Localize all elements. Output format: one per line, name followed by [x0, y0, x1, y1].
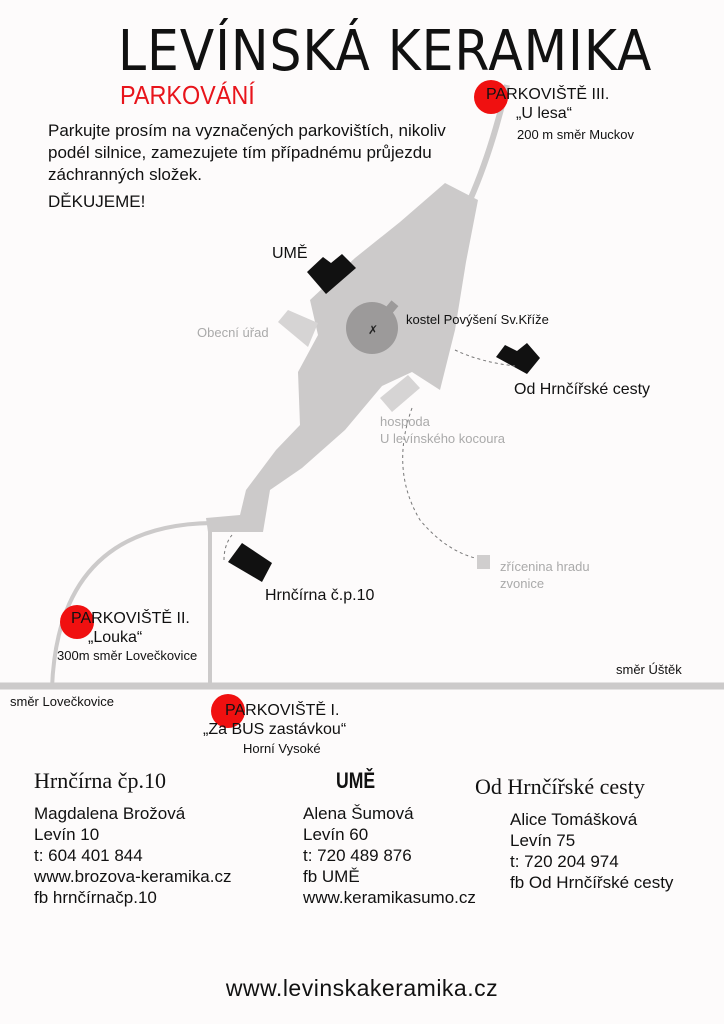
direction-west: směr Lovečkovice — [10, 694, 115, 709]
contact-line: Alena Šumová — [303, 804, 414, 823]
parking-2-name: PARKOVIŠTĚ II. — [71, 610, 190, 627]
contact-line: t: 604 401 844 — [34, 846, 143, 865]
contact-title: Od Hrnčířské cesty — [475, 774, 645, 799]
parking-2-alias: „Louka“ — [88, 629, 143, 646]
contact-line: Levín 75 — [510, 831, 576, 850]
footpath — [402, 407, 476, 559]
church — [346, 302, 398, 354]
contact-title: UMĚ — [336, 768, 376, 793]
parking-marker-3 — [474, 80, 508, 114]
contact-title: Hrnčírna čp.10 — [34, 768, 166, 793]
contact-line: Levín 60 — [303, 825, 369, 844]
label-pub-2: U levínského kocoura — [380, 431, 506, 446]
label-ruin-2: zvonice — [500, 576, 545, 591]
footer-website[interactable]: www.levinskakeramika.cz — [225, 975, 499, 1001]
label-od-hrncirske: Od Hrnčířské cesty — [514, 381, 651, 398]
label-ume: UMĚ — [272, 245, 308, 262]
contact-link[interactable]: www.keramikasumo.cz — [303, 888, 476, 907]
parking-1-note: Horní Vysoké — [243, 741, 321, 756]
page-title: LEVÍNSKÁ KERAMIKA — [118, 19, 653, 84]
parking-2-note: 300m směr Lovečkovice — [57, 648, 198, 663]
label-office: Obecní úřad — [197, 325, 269, 340]
building-office — [278, 310, 318, 347]
intro-text: Parkujte prosím na vyznačených parkovišt… — [48, 121, 446, 184]
contact-line: Levín 10 — [34, 825, 100, 844]
contact-line: Alice Tomášková — [510, 810, 638, 829]
parking-1-alias: „Za BUS zastávkou“ — [203, 721, 347, 738]
label-hrncirna: Hrnčírna č.p.10 — [265, 587, 375, 604]
contact-link[interactable]: www.brozova-keramika.cz — [34, 867, 232, 886]
footpath — [223, 534, 233, 561]
contact-line: fb Od Hrnčířské cesty — [510, 873, 674, 892]
label-pub-1: hospoda — [380, 414, 430, 429]
contact-od-hrncirske: Od Hrnčířské cesty Alice Tomášková Levín… — [475, 774, 673, 893]
contact-ume: UMĚ Alena Šumová Levín 60 t: 720 489 876… — [303, 768, 476, 908]
parking-marker-2 — [60, 605, 94, 639]
ruin — [477, 555, 490, 569]
footpath — [454, 349, 516, 367]
church-tower — [385, 300, 399, 314]
building-od-hrncirske — [496, 343, 540, 374]
label-church: kostel Povýšení Sv.Kříže — [406, 312, 549, 327]
label-ruin-1: zřícenina hradu — [500, 559, 590, 574]
contact-hrncirna: Hrnčírna čp.10 Magdalena Brožová Levín 1… — [34, 768, 231, 908]
building-ume — [307, 254, 356, 294]
thanks-text: DĚKUJEME! — [48, 192, 146, 211]
contact-line: fb hrnčírnačp.10 — [34, 888, 157, 907]
contact-line: Magdalena Brožová — [34, 804, 186, 823]
direction-east: směr Úštěk — [616, 662, 682, 677]
contact-line: t: 720 204 974 — [510, 852, 619, 871]
parking-3-alias: „U lesa“ — [516, 105, 573, 122]
contact-line: t: 720 489 876 — [303, 846, 412, 865]
building-pub — [380, 375, 420, 412]
parking-1-name: PARKOVIŠTĚ I. — [225, 702, 340, 719]
contact-line: fb UMĚ — [303, 867, 360, 886]
road-west-curve — [50, 521, 213, 689]
cross-icon: ✗ — [368, 323, 378, 337]
village-square — [206, 183, 478, 532]
building-hrncirna — [228, 543, 272, 582]
parking-marker-1 — [211, 694, 245, 728]
parking-3-note: 200 m směr Muckov — [517, 127, 635, 142]
parking-3-name: PARKOVIŠTĚ III. — [486, 86, 610, 103]
page-subtitle: PARKOVÁNÍ — [120, 80, 255, 110]
